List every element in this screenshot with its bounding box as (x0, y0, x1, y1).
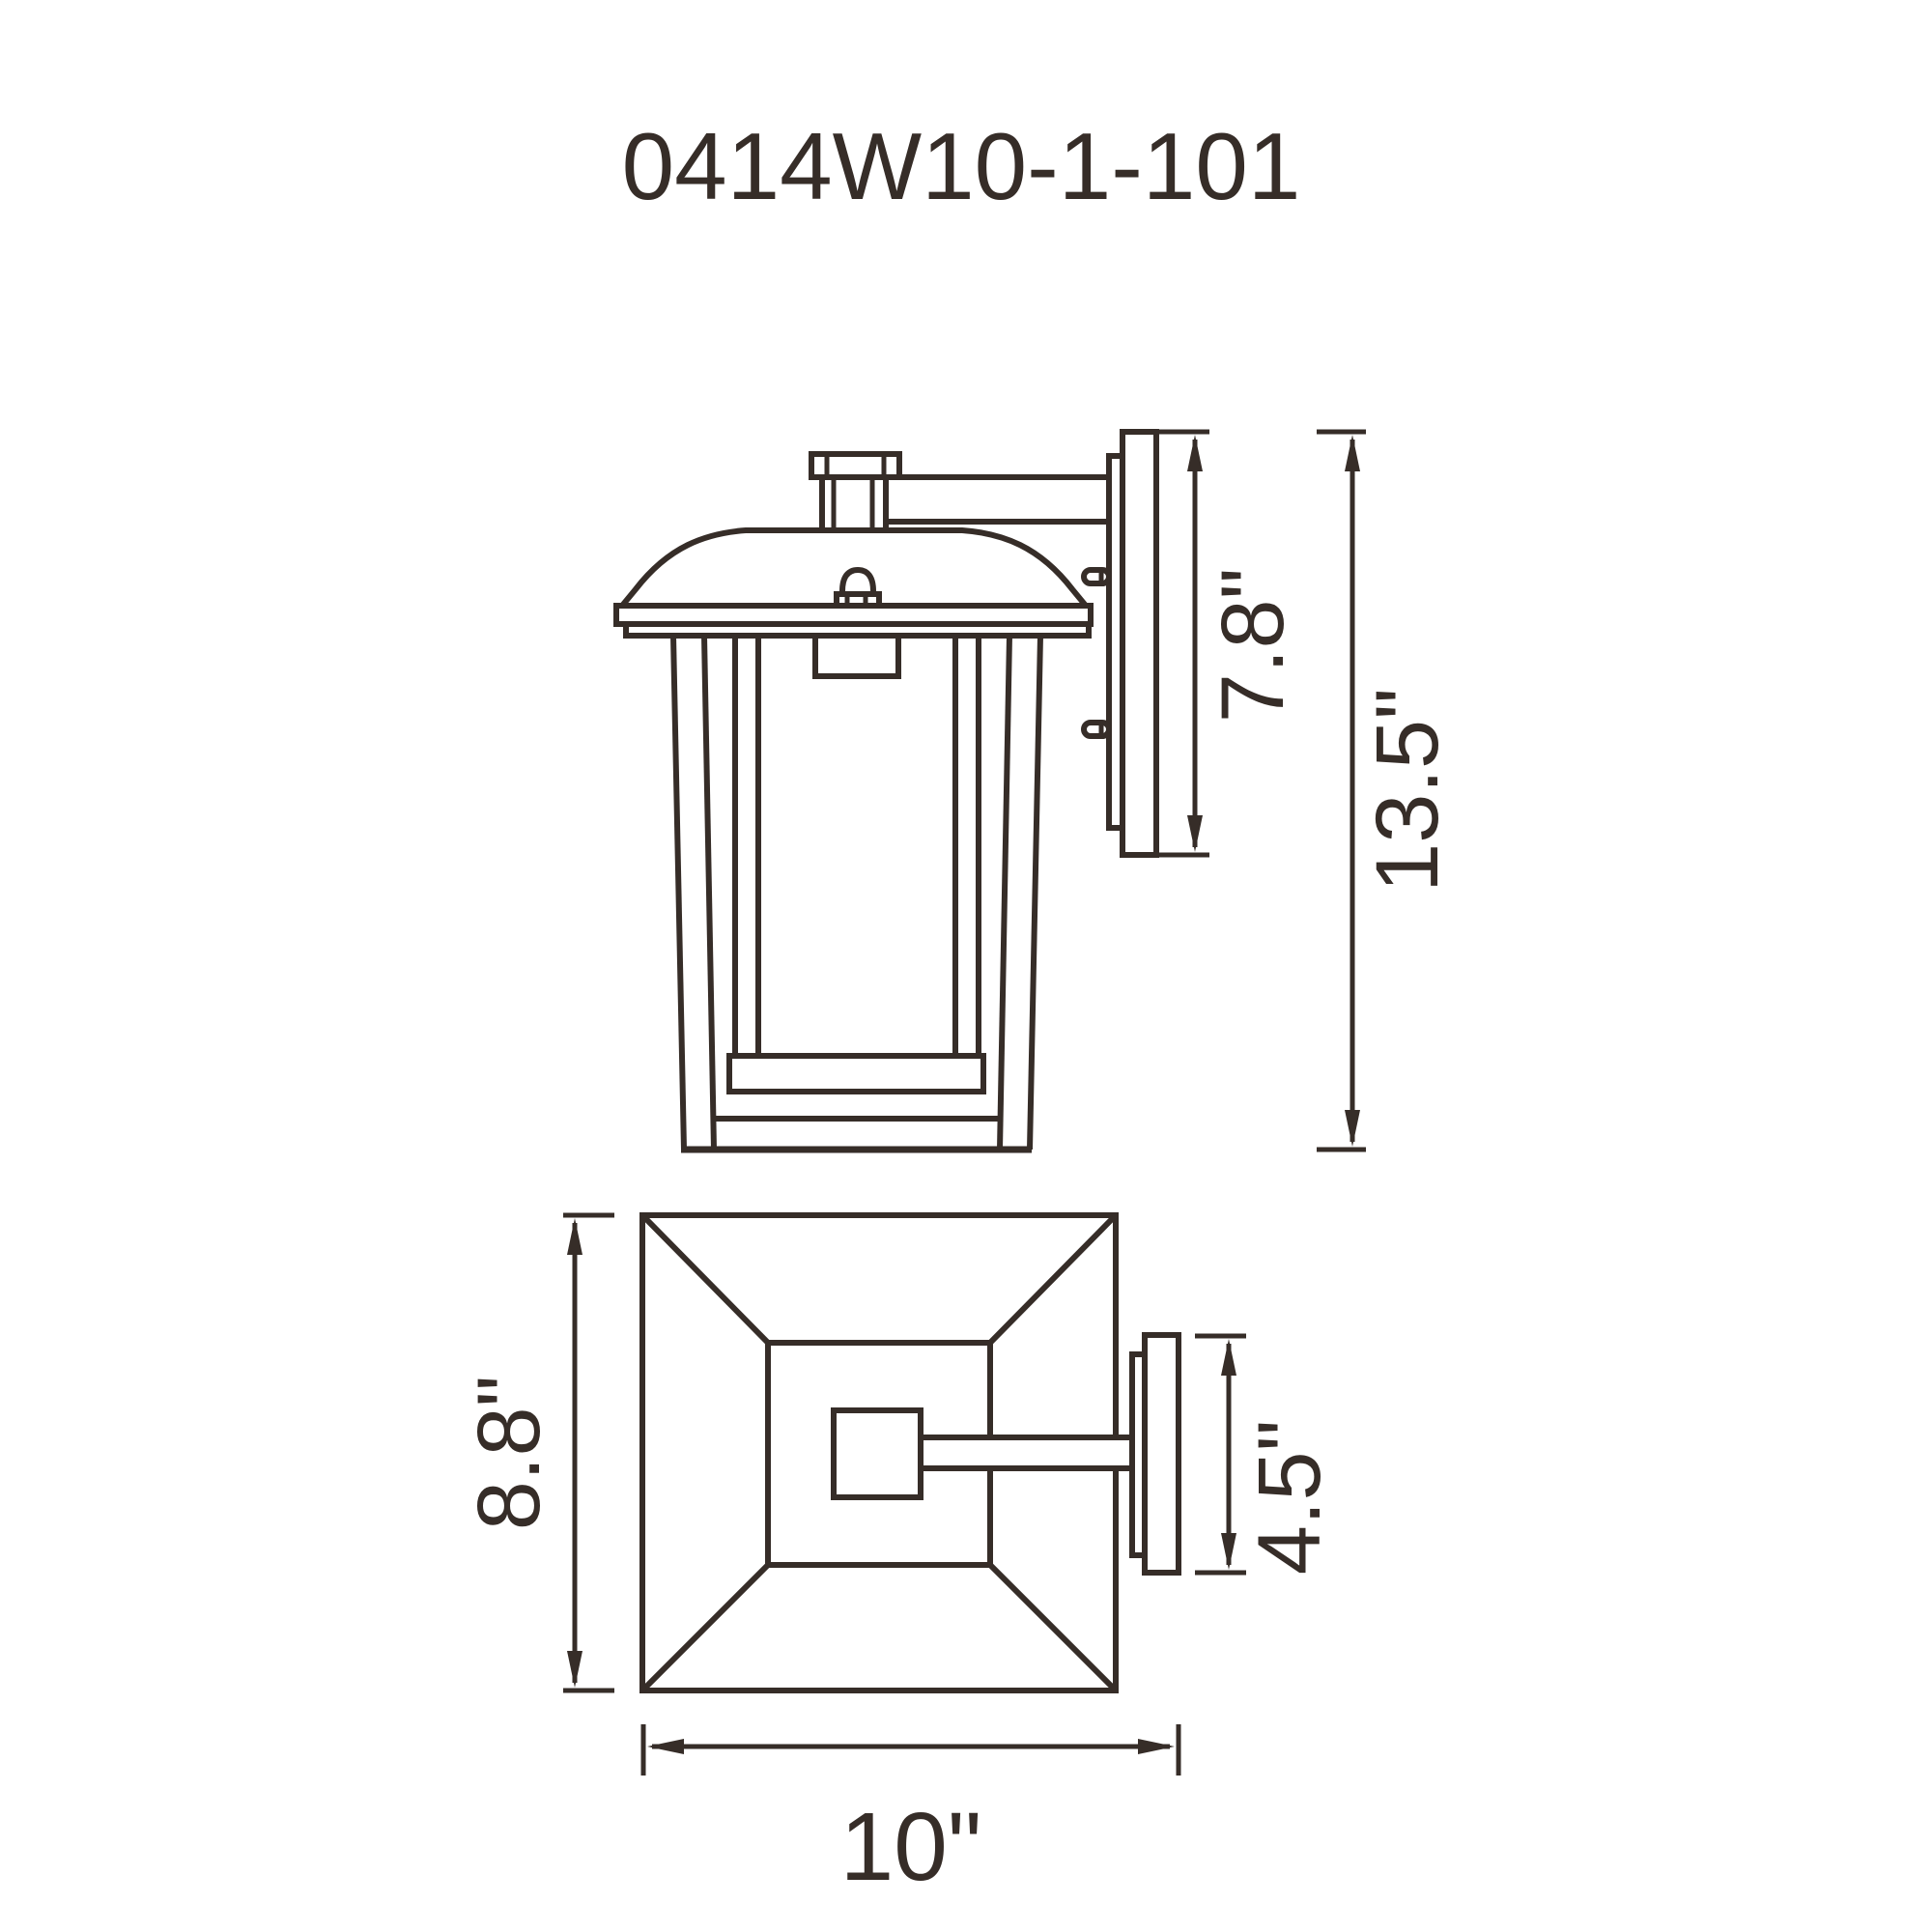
dimension-label-13-5: 13.5" (1358, 688, 1457, 893)
window-sill-band (726, 1053, 986, 1094)
dimension-overall-height: 13.5" (1317, 429, 1457, 1152)
top-view-lantern (639, 1212, 1181, 1693)
dimension-label-4-5: 4.5" (1240, 1420, 1339, 1576)
arrowhead-down (567, 1651, 582, 1688)
roof-hip-bottom-right (987, 1562, 1119, 1693)
dimension-depth: 8.8" (460, 1212, 614, 1693)
mounting-screw-bottom (1081, 720, 1112, 739)
arrowhead-left (647, 1739, 684, 1754)
drawing-title: 0414W10-1-101 (622, 113, 1301, 219)
top-view: 8.8" 4.5" 10" (460, 1212, 1339, 1901)
arrowhead-up (1221, 1339, 1236, 1376)
arrowhead-up (1345, 435, 1360, 471)
roof-hip-top-right (987, 1212, 1119, 1346)
roof-hip-top-left (639, 1212, 771, 1346)
body-outer-right (1027, 635, 1043, 1151)
backplate-outer (1142, 1332, 1181, 1576)
arrowhead-down (1187, 815, 1203, 852)
roof-hip-bottom-left (639, 1562, 771, 1693)
arm-cover (921, 1440, 1132, 1465)
body-outer-left (670, 635, 687, 1151)
lantern-body (670, 633, 1043, 1153)
arrowhead-down (1345, 1110, 1360, 1147)
body-inner-left (701, 635, 717, 1151)
mounting-screw-top (1081, 567, 1112, 586)
finial-cap (809, 451, 902, 531)
dimension-width: 10" (640, 1724, 1181, 1901)
dimension-backplate-height: 7.8" (1159, 429, 1302, 858)
arrowhead-up (567, 1218, 582, 1255)
backplate-outer (1120, 429, 1159, 858)
arrowhead-down (1221, 1533, 1236, 1570)
dimension-label-7-8: 7.8" (1204, 568, 1302, 724)
dimension-backplate-length: 4.5" (1195, 1333, 1339, 1576)
arrowhead-right (1138, 1739, 1175, 1754)
dimension-label-10: 10" (840, 1793, 982, 1901)
lantern-roof (613, 527, 1094, 639)
dimension-label-8-8: 8.8" (460, 1376, 558, 1531)
body-inner-right (997, 635, 1012, 1151)
finial-block (831, 1407, 923, 1500)
mounting-arm (886, 474, 1109, 525)
wall-backplate (1081, 429, 1159, 858)
side-view: 7.8" 13.5" (613, 429, 1457, 1153)
arrowhead-up (1187, 435, 1203, 471)
lamp-socket (812, 633, 901, 679)
